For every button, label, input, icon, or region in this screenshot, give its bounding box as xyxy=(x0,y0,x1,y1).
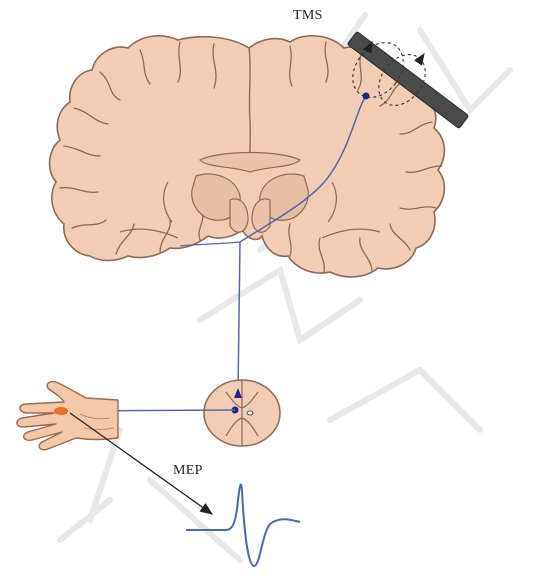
cortical-neuron-icon xyxy=(363,93,370,100)
mep-label: MEP xyxy=(173,463,203,479)
hand-outline xyxy=(17,382,118,450)
tms-label: TMS xyxy=(293,8,323,24)
central-canal xyxy=(247,411,253,415)
target-muscle-spot xyxy=(54,407,68,415)
spinal-cord-cross-section-icon xyxy=(204,380,280,446)
field-arrow-right xyxy=(420,54,424,60)
hand-icon xyxy=(17,382,118,450)
